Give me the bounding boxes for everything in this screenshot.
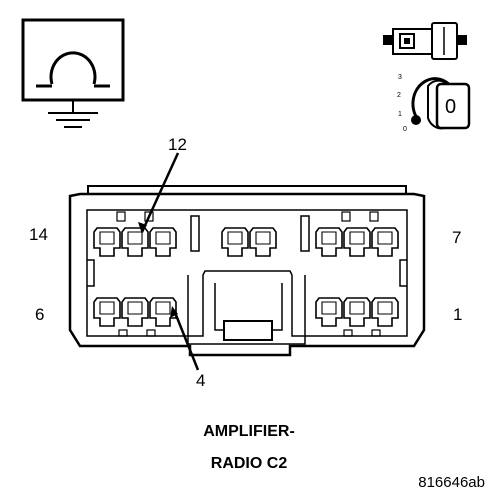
terminal-cavity-top-7-inner: [349, 231, 365, 245]
terminal-cavity-bottom-3-inner: [155, 301, 171, 315]
terminal-cavities: [93, 227, 399, 327]
connector-plug-icon: [383, 22, 467, 60]
terminal-cavity-bottom-4-inner: [321, 301, 337, 315]
terminal-cavity-top-8-inner: [377, 231, 393, 245]
pin-label-12: 12: [168, 135, 187, 154]
terminal-cavity-top-2-inner: [127, 231, 143, 245]
terminal-cavity-top-1-inner: [99, 231, 115, 245]
connector-name-line1: AMPLIFIER-: [203, 423, 295, 440]
ignition-key-icon: 3 2 1 0 0: [397, 74, 471, 133]
terminal-cavity-bottom-2-inner: [127, 301, 143, 315]
key-position-3: 3: [398, 74, 402, 81]
ground-symbol-icon: [21, 18, 125, 128]
figure-reference: 816646ab: [418, 474, 485, 491]
connector-body: [68, 185, 426, 357]
key-position-1: 1: [398, 111, 402, 118]
pin-label-4: 4: [196, 371, 205, 390]
terminal-cavity-top-5-inner: [255, 231, 271, 245]
terminal-cavity-top-6-inner: [321, 231, 337, 245]
leader-lines: [138, 152, 200, 371]
pin-label-6: 6: [35, 305, 44, 324]
key-number: 0: [445, 96, 456, 118]
key-position-2: 2: [397, 92, 401, 99]
terminal-cavity-bottom-5-inner: [349, 301, 365, 315]
terminal-cavity-bottom-1-inner: [99, 301, 115, 315]
terminal-cavity-top-4-inner: [227, 231, 243, 245]
pin-label-1: 1: [453, 305, 462, 324]
terminal-cavity-bottom-6-inner: [377, 301, 393, 315]
terminal-cavity-top-3-inner: [155, 231, 171, 245]
pin-label-14: 14: [29, 225, 48, 244]
key-position-0: 0: [403, 126, 407, 133]
connector-name-line2: RADIO C2: [211, 455, 288, 472]
pin-label-7: 7: [452, 228, 461, 247]
